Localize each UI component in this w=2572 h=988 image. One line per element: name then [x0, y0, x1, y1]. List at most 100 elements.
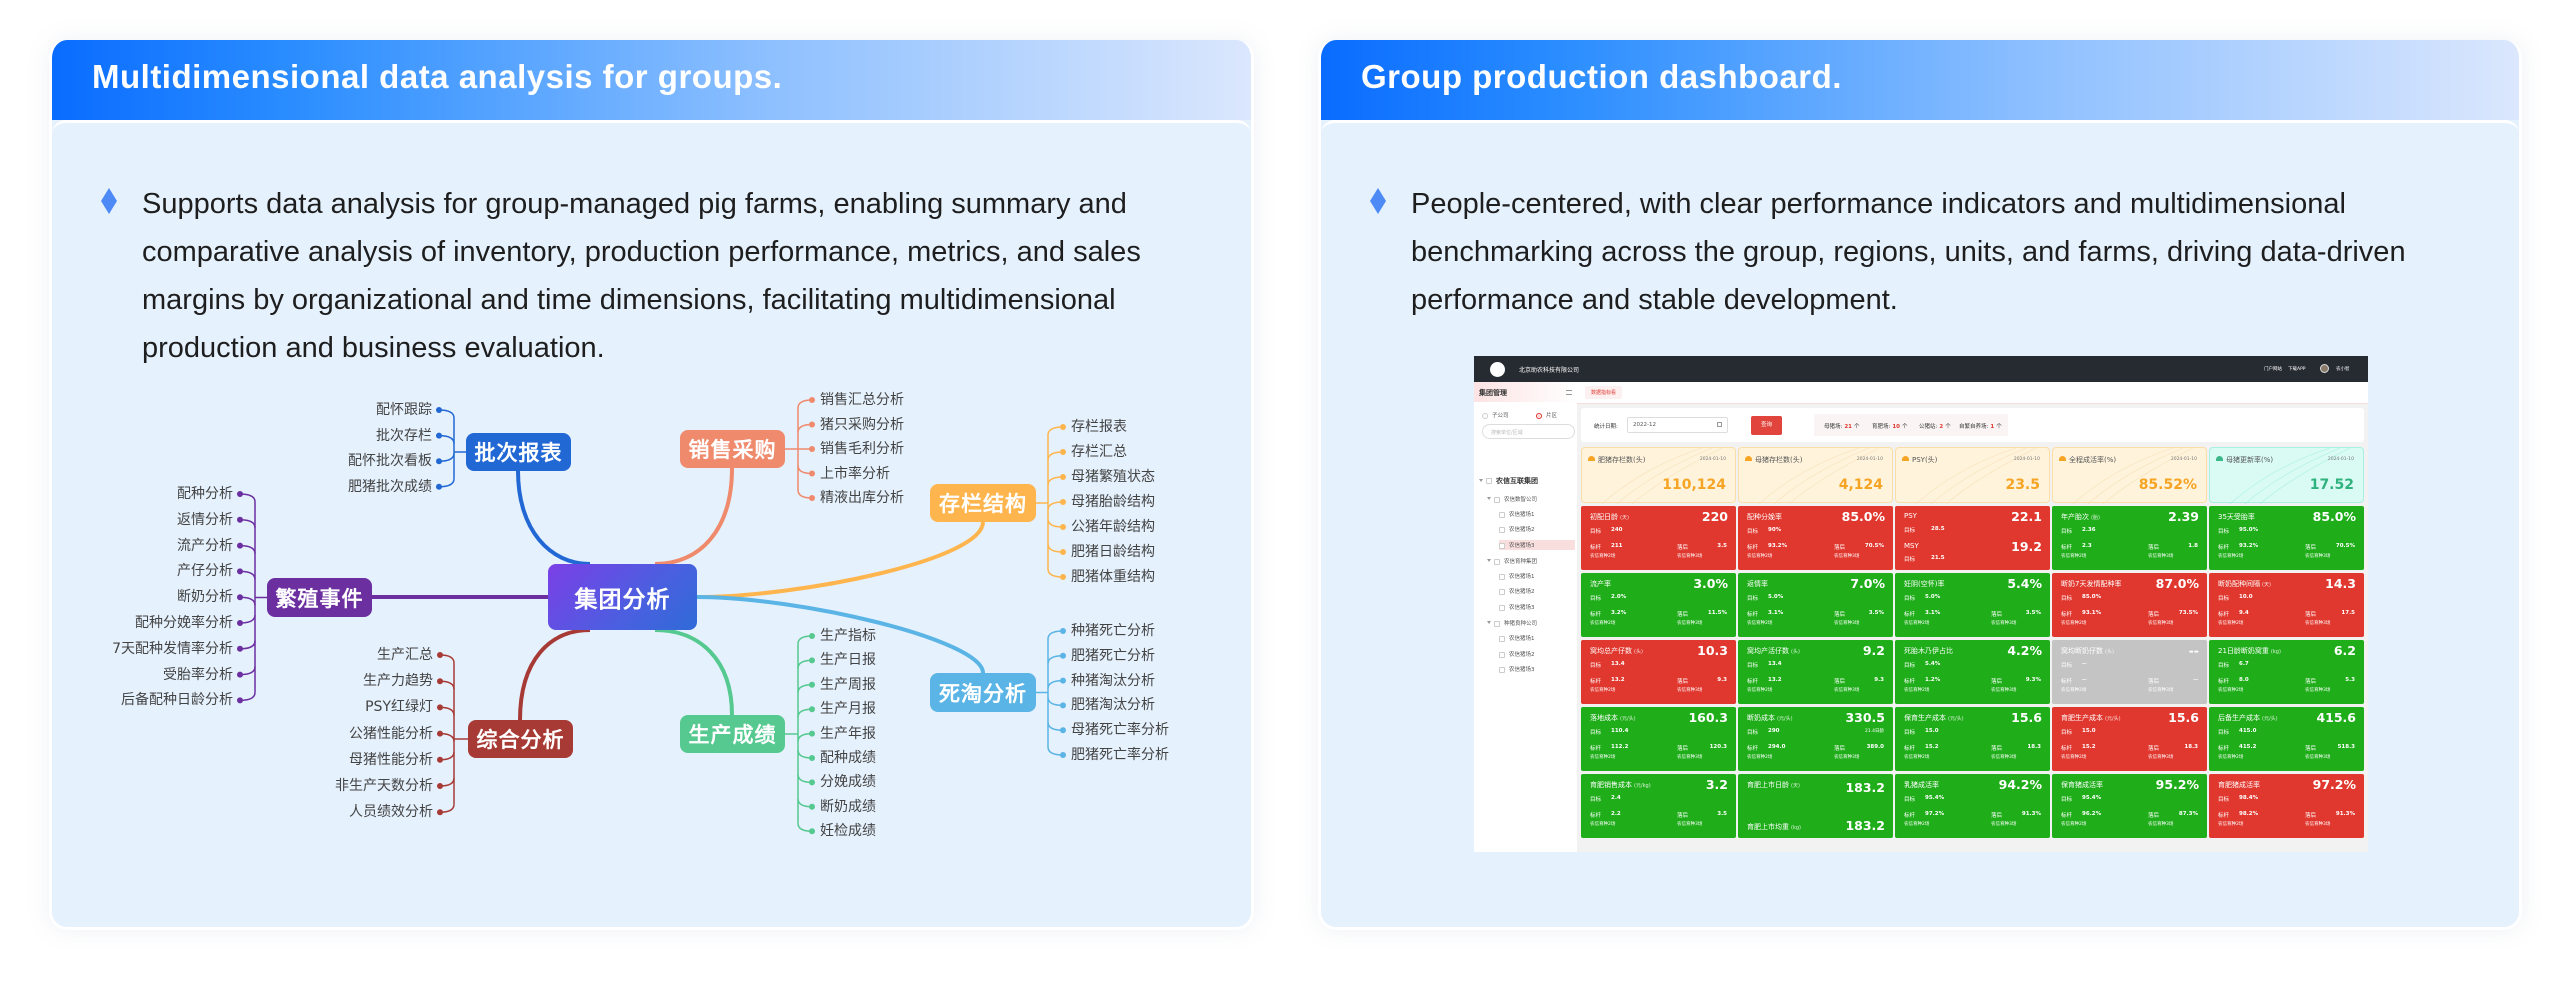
mindmap-leaf[interactable]: 肥猪死亡分析 — [1071, 647, 1155, 664]
tree-checkbox[interactable] — [1499, 526, 1505, 533]
mindmap-leaf[interactable]: 母猪胎龄结构 — [1071, 494, 1155, 510]
mindmap-leaf[interactable]: 母猪死亡率分析 — [1071, 722, 1169, 739]
mindmap-leaf[interactable]: 存栏汇总 — [1071, 444, 1127, 460]
mindmap-node-batch[interactable]: 批次报表 — [466, 433, 571, 471]
mindmap-leaf[interactable]: 母猪性能分析 — [349, 751, 433, 768]
tree-checkbox[interactable] — [1494, 620, 1500, 627]
caret-down-icon[interactable] — [1487, 559, 1491, 564]
mindmap-leaf[interactable]: 母猪繁殖状态 — [1071, 469, 1155, 485]
mindmap-leaf[interactable]: PSY红绿灯 — [365, 699, 433, 716]
tree-checkbox[interactable] — [1499, 573, 1505, 580]
radio-subsidiary[interactable]: 子公司 — [1482, 411, 1509, 419]
mindmap-leaf[interactable]: 肥猪体重结构 — [1071, 569, 1155, 585]
radio-region[interactable]: 片区 — [1536, 411, 1557, 419]
user-name[interactable]: 农小智 — [2336, 367, 2350, 372]
mindmap-leaf[interactable]: 配种分娩率分析 — [135, 615, 233, 631]
collapse-menu-icon[interactable] — [1566, 390, 1572, 395]
mindmap-node-sales[interactable]: 销售采购 — [680, 430, 785, 468]
mindmap-leaf[interactable]: 生产周报 — [820, 676, 876, 693]
caret-down-icon[interactable] — [1479, 478, 1483, 484]
metric-card[interactable]: 窝均断奶仔数(头)--目标--标杆--落后--农信育种2场农信育种3场 — [2052, 640, 2207, 704]
mindmap-leaf[interactable]: 肥猪死亡率分析 — [1071, 747, 1169, 763]
mindmap-leaf[interactable]: 人员绩效分析 — [349, 804, 433, 821]
mindmap-leaf[interactable]: 公猪性能分析 — [349, 725, 433, 742]
tree-checkbox[interactable] — [1499, 651, 1505, 658]
mindmap-center-node[interactable]: 集团分析 — [548, 564, 697, 630]
mindmap-leaf[interactable]: 非生产天数分析 — [335, 778, 433, 794]
mindmap-leaf[interactable]: 存栏报表 — [1071, 419, 1127, 435]
mindmap-leaf[interactable]: 流产分析 — [177, 537, 233, 554]
sidebar-search-input[interactable]: 搜索单位/区域 — [1482, 424, 1575, 439]
mindmap-leaf[interactable]: 后备配种日龄分析 — [121, 692, 233, 709]
mindmap-leaf[interactable]: 生产指标 — [820, 628, 876, 644]
tree-node[interactable]: 农信育种集团 — [1487, 557, 1537, 565]
mindmap-leaf[interactable]: 断奶成绩 — [820, 798, 876, 815]
tree-node[interactable]: 农信猪场1 — [1499, 572, 1535, 580]
mindmap-leaf[interactable]: 返情分析 — [177, 511, 233, 528]
tree-checkbox[interactable] — [1499, 588, 1505, 595]
mindmap-leaf[interactable]: 配怀批次看板 — [348, 453, 432, 470]
mindmap-leaf[interactable]: 配种成绩 — [820, 750, 876, 766]
mindmap-leaf[interactable]: 妊检成绩 — [820, 823, 876, 840]
avatar[interactable] — [2320, 364, 2329, 373]
tree-node[interactable]: 农信猪场3 — [1499, 665, 1535, 673]
mindmap-node-comp[interactable]: 综合分析 — [468, 720, 573, 758]
tree-node[interactable]: 农信猪场3 — [1499, 603, 1535, 611]
mindmap-node-breed[interactable]: 繁殖事件 — [267, 578, 372, 617]
mindmap-leaf[interactable]: 生产日报 — [820, 652, 876, 669]
mindmap-leaf[interactable]: 生产年报 — [820, 725, 876, 742]
mindmap-leaf[interactable]: 配怀跟踪 — [376, 402, 432, 418]
query-button[interactable]: 查询 — [1751, 416, 1782, 435]
tab-data-metrics[interactable]: 数据指标看 — [1585, 386, 1623, 399]
mindmap-leaf[interactable]: 猪只采购分析 — [820, 416, 904, 433]
mindmap-leaf[interactable]: 7天配种发情率分析 — [112, 640, 233, 657]
mindmap-leaf[interactable]: 销售毛利分析 — [820, 441, 904, 457]
mindmap-leaf[interactable]: 销售汇总分析 — [820, 392, 904, 408]
tree-checkbox[interactable] — [1494, 496, 1500, 503]
mindmap-leaf[interactable]: 分娩成绩 — [820, 774, 876, 791]
tree-node[interactable]: 农信猪场2 — [1499, 650, 1535, 658]
tree-checkbox[interactable] — [1499, 542, 1505, 549]
mindmap-node-stock[interactable]: 存栏结构 — [930, 484, 1036, 522]
mindmap-leaf[interactable]: 批次存栏 — [376, 427, 432, 444]
tree-node[interactable]: 农信猪场1 — [1499, 510, 1535, 518]
tree-checkbox[interactable] — [1486, 478, 1492, 484]
caret-down-icon[interactable] — [1487, 621, 1491, 626]
mindmap-leaf[interactable]: 受胎率分析 — [163, 666, 233, 683]
tree-checkbox[interactable] — [1499, 604, 1505, 611]
mindmap-node-death[interactable]: 死淘分析 — [930, 673, 1036, 712]
tree-checkbox[interactable] — [1499, 511, 1505, 518]
mindmap-leaf[interactable]: 生产汇总 — [377, 647, 433, 663]
mindmap-leaf[interactable]: 肥猪日龄结构 — [1071, 544, 1155, 560]
tree-node[interactable]: 农信互联集团 — [1479, 476, 1538, 486]
mindmap-leaf[interactable]: 生产月报 — [820, 701, 876, 718]
mindmap-leaf[interactable]: 公猪年龄结构 — [1071, 519, 1155, 535]
caret-down-icon[interactable] — [1487, 497, 1491, 502]
tree-checkbox[interactable] — [1499, 666, 1505, 673]
